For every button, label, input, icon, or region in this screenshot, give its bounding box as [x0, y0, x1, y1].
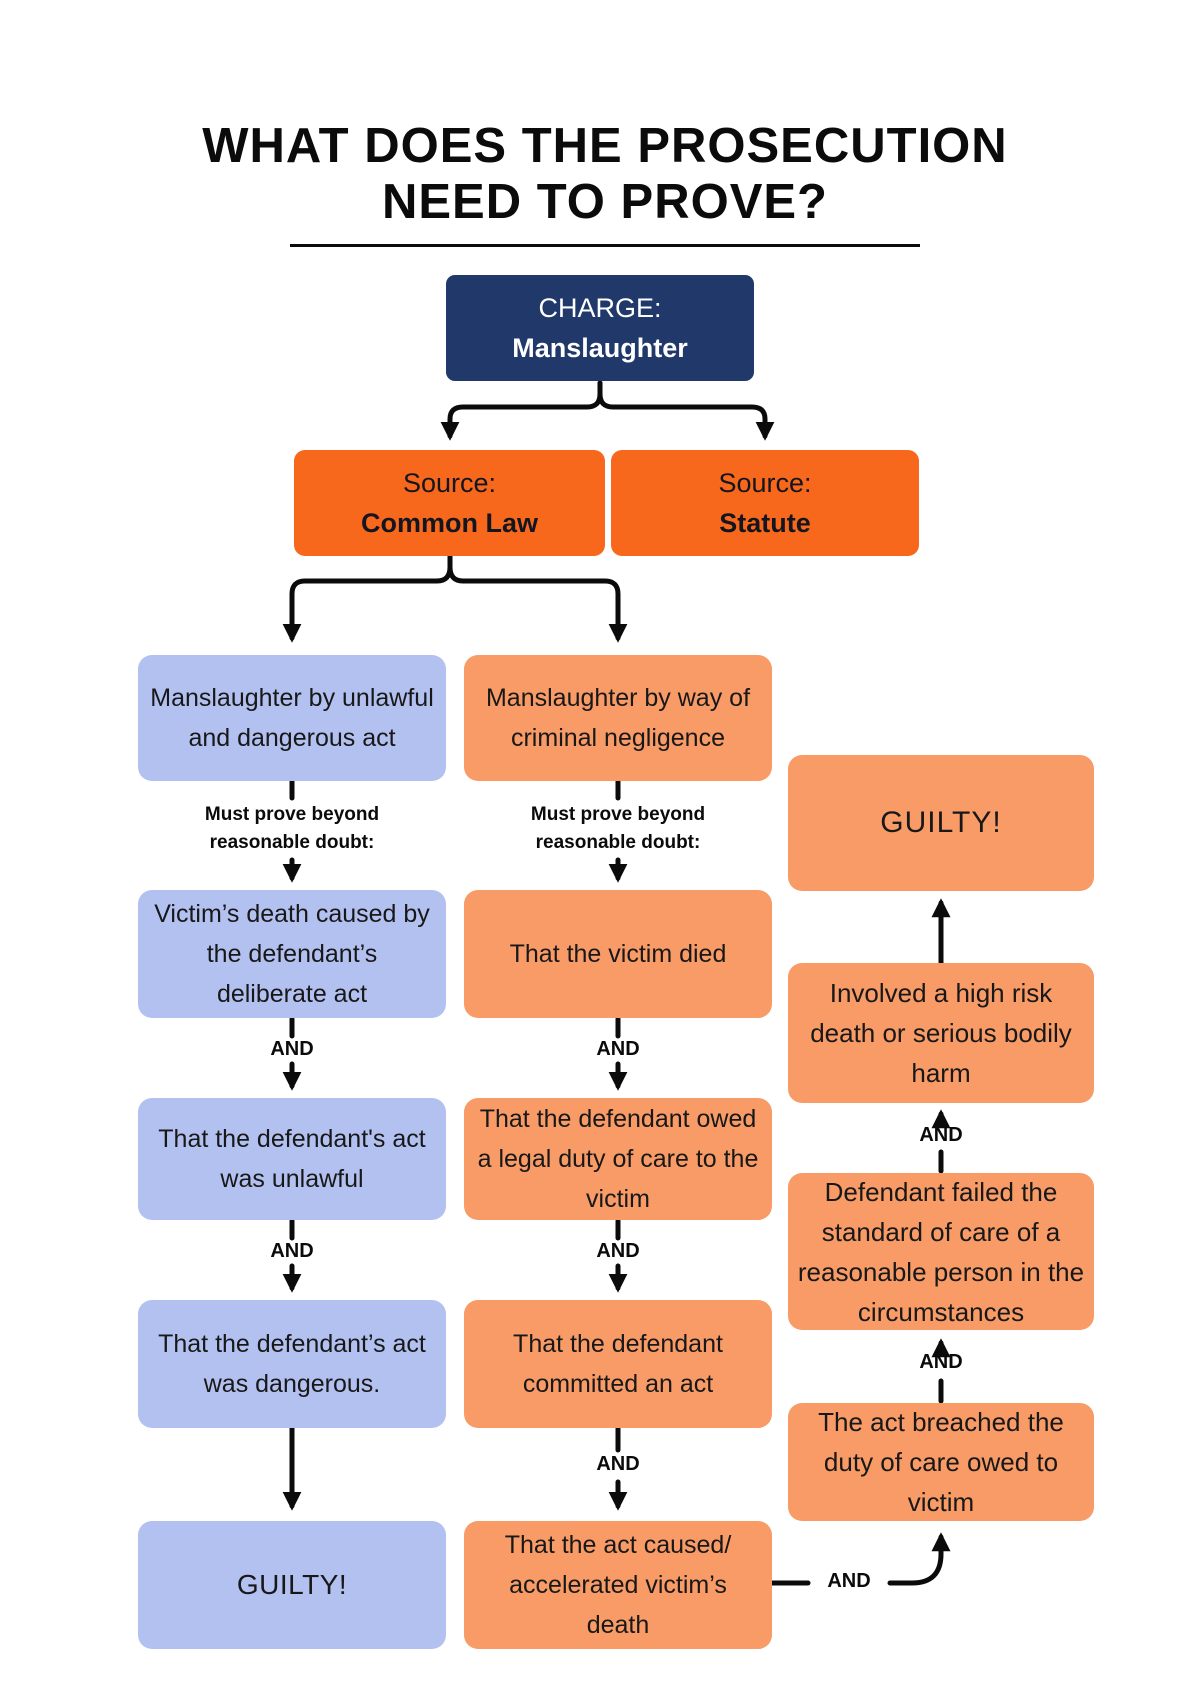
and-label: AND	[270, 1038, 314, 1060]
step-duty-of-care-box: That the defendant owed a legal duty of …	[464, 1098, 772, 1220]
step-caused-death-box: That the act caused/ accelerated victim’…	[464, 1521, 772, 1649]
wire-charge-to-commonlaw	[440, 380, 603, 441]
source-label: Source:	[402, 468, 497, 498]
step-act-dangerous-box: That the defendant’s act was dangerous.	[138, 1300, 446, 1428]
step-failed-standard-box: Defendant failed the standard of care of…	[788, 1173, 1094, 1330]
must-prove-label-middle: Must prove beyond reasonable doubt:	[530, 804, 706, 853]
source-common-law-box: Source: Common Law	[294, 450, 605, 556]
wire-charge-to-statute	[597, 380, 775, 441]
step-deliberate-act-box: Victim’s death caused by the defendant’s…	[138, 890, 446, 1018]
and-label: AND	[596, 1453, 640, 1475]
page-title: WHAT DOES THE PROSECUTION NEED TO PROVE?	[5, 118, 1200, 230]
page-title-line2: NEED TO PROVE?	[381, 175, 828, 229]
source-label: Source:	[718, 468, 812, 498]
must-prove-label-left: Must prove beyond reasonable doubt:	[204, 804, 380, 853]
step-breached-duty-box: The act breached the duty of care owed t…	[788, 1403, 1094, 1521]
and-label: AND	[596, 1038, 640, 1060]
unlawful-act-heading-box: Manslaughter by unlawful and dangerous a…	[138, 655, 446, 781]
guilty-right-box: GUILTY!	[788, 755, 1094, 891]
and-label-horizontal: AND	[827, 1570, 871, 1592]
step-committed-act-box: That the defendant committed an act	[464, 1300, 772, 1428]
page-title-line1: WHAT DOES THE PROSECUTION	[202, 119, 1008, 173]
step-high-risk-box: Involved a high risk death or serious bo…	[788, 963, 1094, 1103]
source-value: Statute	[719, 508, 811, 538]
source-statute-box: Source: Statute	[611, 450, 919, 556]
title-underline	[290, 244, 920, 247]
and-label: AND	[270, 1240, 314, 1262]
and-label: AND	[596, 1240, 640, 1262]
negligence-heading-box: Manslaughter by way of criminal negligen…	[464, 655, 772, 781]
step-victim-died-box: That the victim died	[464, 890, 772, 1018]
wire-commonlaw-to-unlawful-act	[282, 553, 453, 643]
charge-box: CHARGE: Manslaughter	[446, 275, 754, 381]
wire-commonlaw-to-negligence	[447, 553, 628, 643]
charge-label: CHARGE:	[538, 293, 662, 323]
charge-value: Manslaughter	[512, 333, 688, 363]
step-act-unlawful-box: That the defendant's act was unlawful	[138, 1098, 446, 1220]
and-label: AND	[919, 1124, 963, 1146]
guilty-left-box: GUILTY!	[138, 1521, 446, 1649]
and-label: AND	[919, 1351, 963, 1373]
source-value: Common Law	[360, 508, 538, 538]
